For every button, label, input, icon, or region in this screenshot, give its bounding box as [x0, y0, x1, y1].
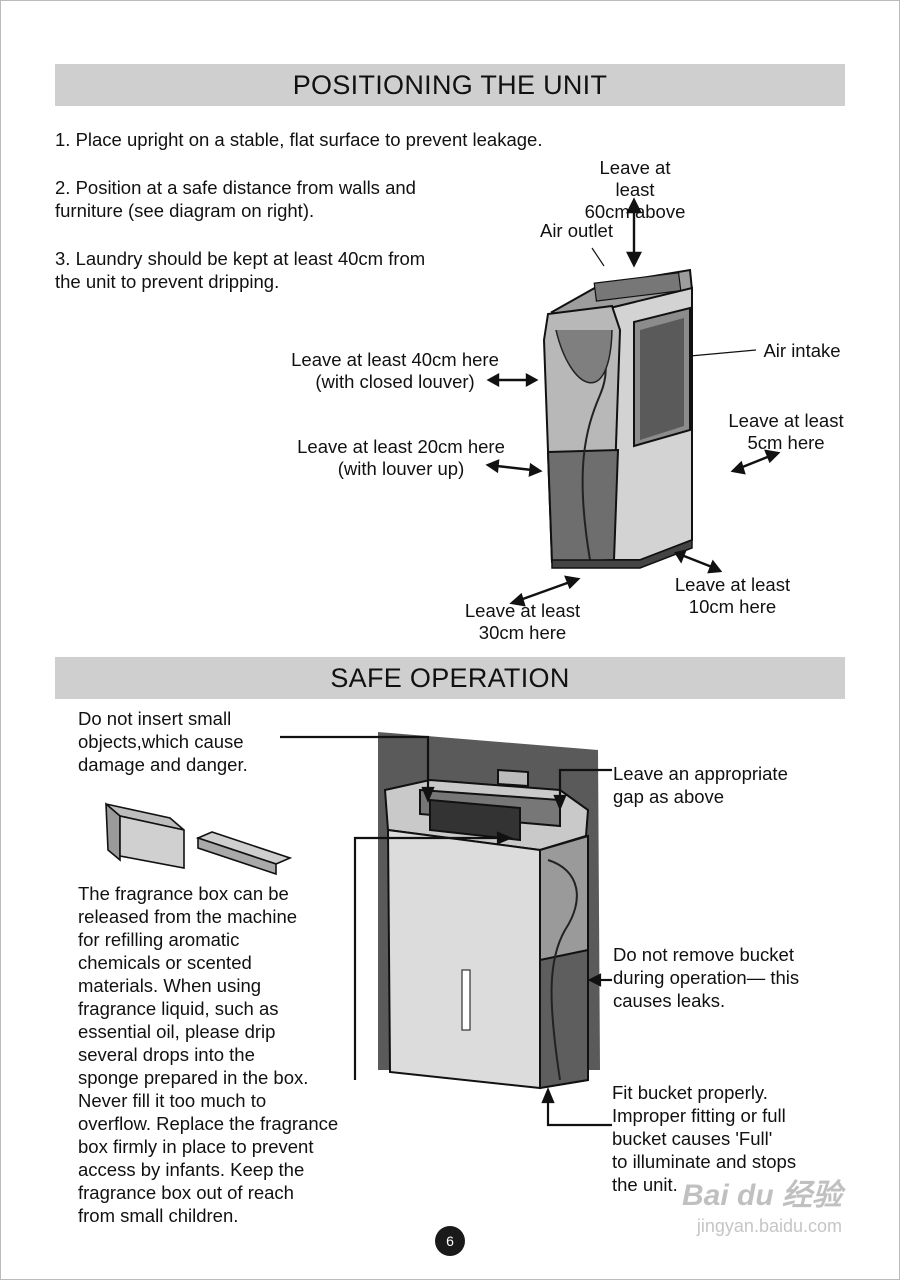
- label-front-30: Leave at least 30cm here: [464, 600, 581, 643]
- label-air-outlet: Air outlet: [539, 220, 613, 241]
- section-title-positioning: POSITIONING THE UNIT: [55, 64, 845, 106]
- section-title-safe-operation: SAFE OPERATION: [55, 657, 845, 699]
- air-intake-grille-icon: [633, 306, 691, 448]
- bucket-fit-note: Fit bucket properly. Improper fitting or…: [612, 1082, 797, 1195]
- objects-warning: Do not insert small objects,which cause …: [78, 708, 248, 775]
- bucket-warning: Do not remove bucket during operation— t…: [613, 944, 800, 1011]
- fragrance-box-icon: [105, 802, 293, 876]
- gap-note: Leave an appropriate gap as above: [613, 763, 788, 807]
- watermark-logo: Bai du 经验: [681, 1179, 842, 1212]
- instruction-2: 2. Position at a safe distance from wall…: [55, 177, 416, 221]
- instruction-3: 3. Laundry should be kept at least 40cm …: [55, 248, 426, 292]
- watermark-url: jingyan.baidu.com: [696, 1216, 842, 1236]
- label-air-intake: Air intake: [763, 340, 841, 361]
- unit-base: [551, 538, 693, 569]
- dehumidifier-unit-icon: [383, 768, 590, 1090]
- label-above: Leave at least 60cm above: [584, 157, 686, 222]
- clearance-arrows: [485, 197, 781, 607]
- label-left-20: Leave at least 20cm here (with louver up…: [297, 436, 505, 479]
- label-right-5: Leave at least 5cm here: [728, 410, 844, 453]
- leader-lines: [591, 247, 757, 357]
- label-back-10: Leave at least 10cm here: [674, 574, 791, 617]
- page-number: 6: [435, 1226, 465, 1256]
- control-panel-icon: [593, 272, 682, 302]
- instruction-1: 1. Place upright on a stable, flat surfa…: [55, 129, 543, 150]
- fragrance-instructions: The fragrance box can be released from t…: [78, 883, 339, 1226]
- label-left-40: Leave at least 40cm here (with closed lo…: [291, 349, 499, 392]
- pointer-lines: [280, 735, 612, 1127]
